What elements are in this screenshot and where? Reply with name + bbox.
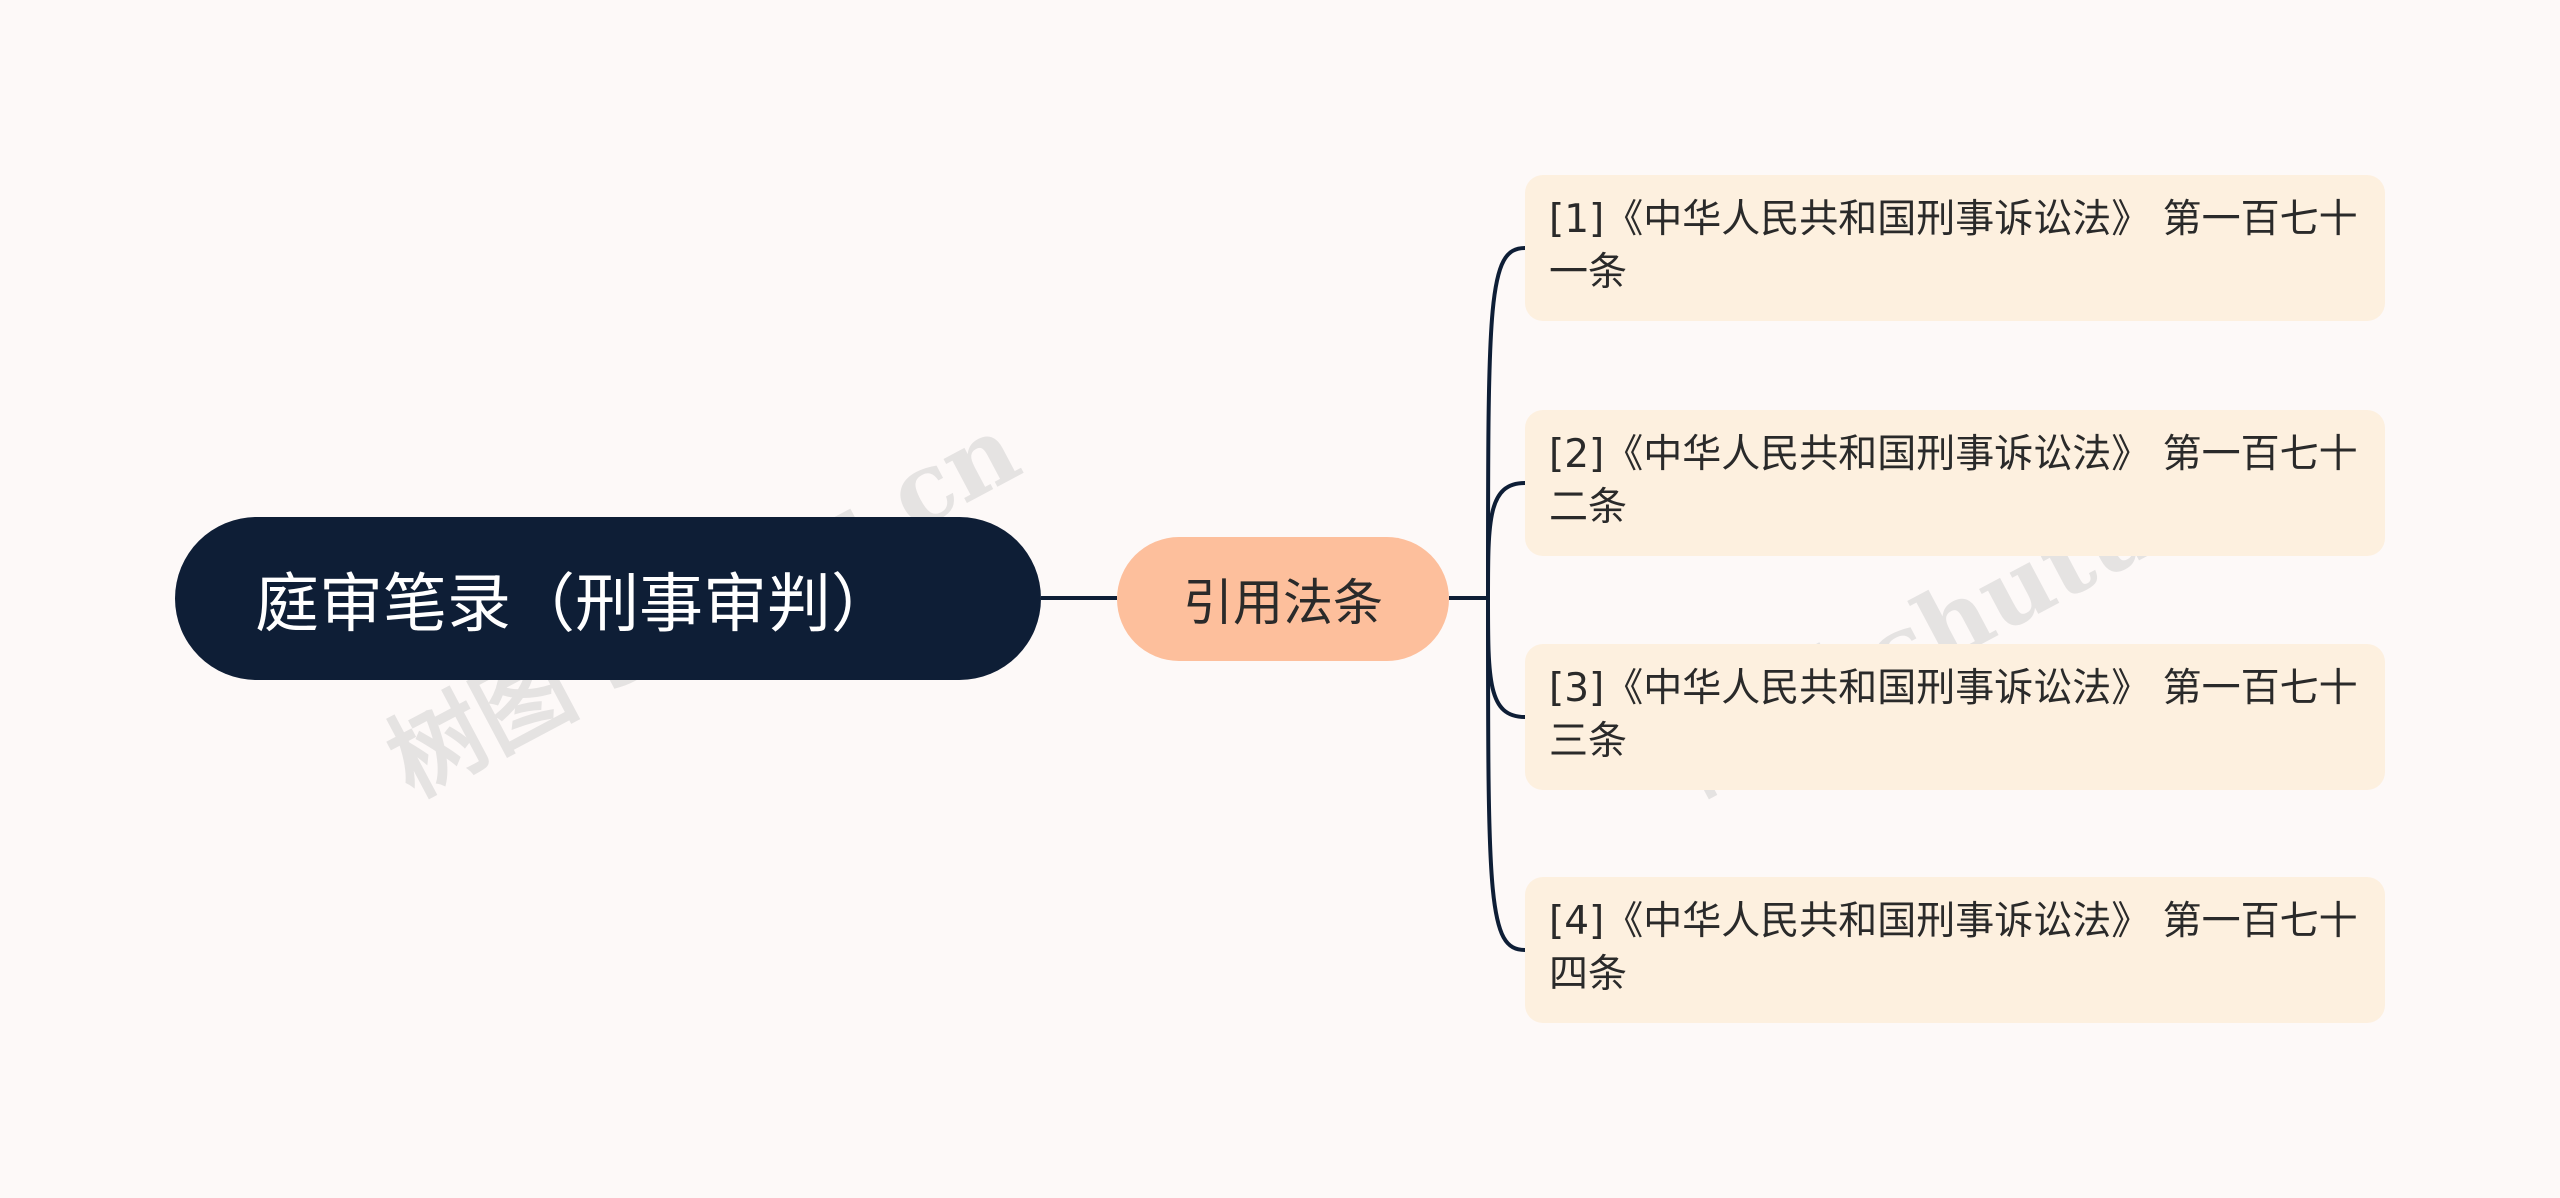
root-node[interactable]: 庭审笔录（刑事审判） bbox=[175, 517, 1041, 680]
leaf-node-4[interactable]: [4]《中华人民共和国刑事诉讼法》 第一百七十四条 bbox=[1525, 877, 2385, 1023]
connector-leaf-4 bbox=[1486, 597, 1526, 952]
leaf-node-1[interactable]: [1]《中华人民共和国刑事诉讼法》 第一百七十一条 bbox=[1525, 175, 2385, 321]
leaf-node-label: [3]《中华人民共和国刑事诉讼法》 第一百七十三条 bbox=[1549, 666, 2358, 764]
connector-leaf-1 bbox=[1486, 246, 1526, 599]
connector-leaf-2 bbox=[1486, 481, 1526, 599]
leaf-node-2[interactable]: [2]《中华人民共和国刑事诉讼法》 第一百七十二条 bbox=[1525, 410, 2385, 556]
leaf-node-label: [2]《中华人民共和国刑事诉讼法》 第一百七十二条 bbox=[1549, 432, 2358, 530]
leaf-node-label: [4]《中华人民共和国刑事诉讼法》 第一百七十四条 bbox=[1549, 899, 2358, 997]
branch-node[interactable]: 引用法条 bbox=[1117, 537, 1449, 661]
branch-node-label: 引用法条 bbox=[1183, 574, 1383, 632]
leaf-node-3[interactable]: [3]《中华人民共和国刑事诉讼法》 第一百七十三条 bbox=[1525, 644, 2385, 790]
root-node-label: 庭审笔录（刑事审判） bbox=[255, 567, 895, 642]
connector-leaf-3 bbox=[1486, 597, 1526, 719]
leaf-node-label: [1]《中华人民共和国刑事诉讼法》 第一百七十一条 bbox=[1549, 197, 2358, 295]
